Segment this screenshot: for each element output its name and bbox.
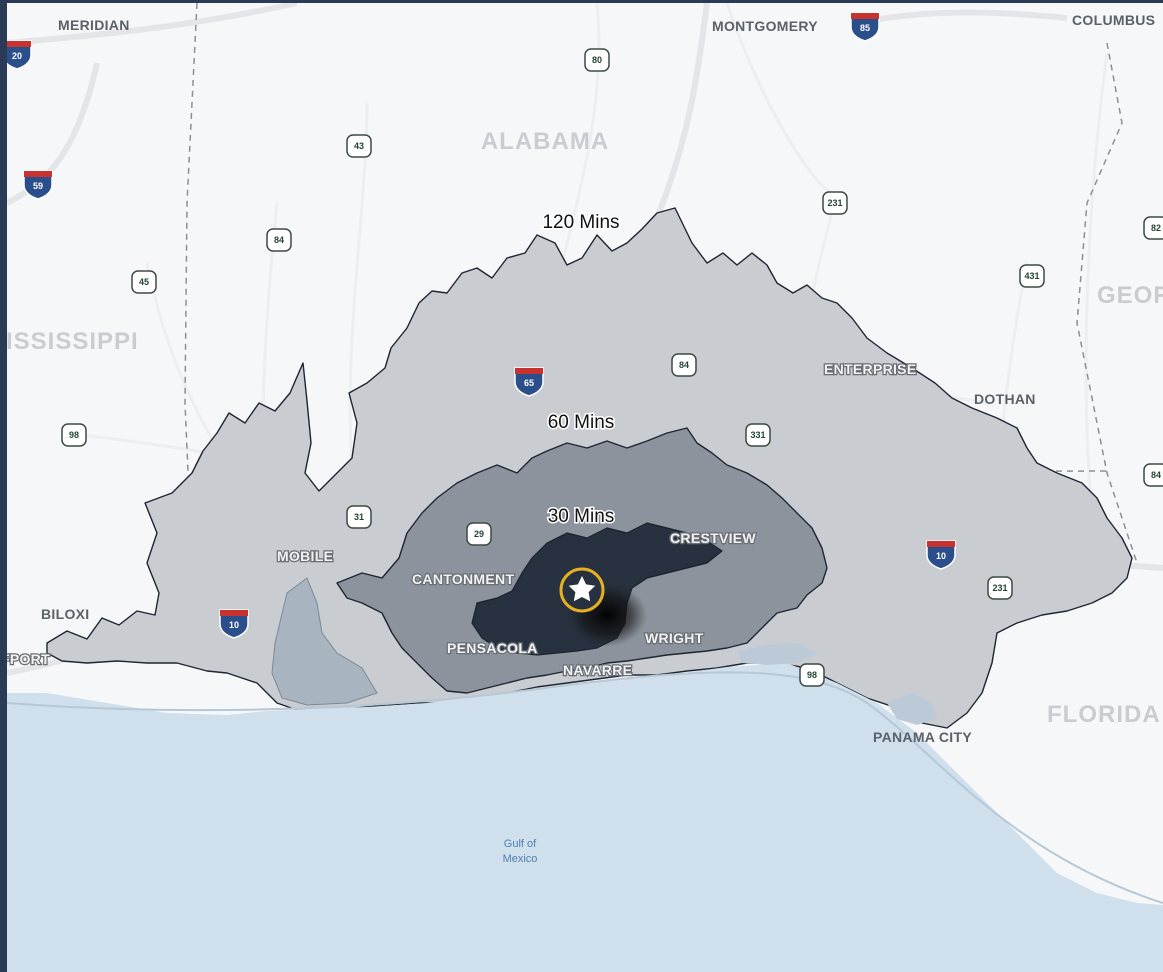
svg-text:31: 31 [354,512,364,522]
svg-text:431: 431 [1024,271,1039,281]
us-route-shield: 31 [346,505,372,529]
us-route-shield: 431 [1019,264,1045,288]
city-label-fport: FPORT [7,651,50,667]
us-route-shield: 84 [266,228,292,252]
city-label-dothan: DOTHAN [974,391,1036,407]
interstate-shield-20: 20 [7,40,32,70]
state-label-georgia: GEORGIA [1097,282,1163,309]
interstate-shield-85: 85 [850,12,880,42]
us-route-shield: 231 [987,576,1013,600]
state-label-mississippi: MISSISSIPPI [7,328,139,355]
interstate-shields: 85 20 59 65 [7,12,956,639]
interstate-shield-10-west: 10 [219,609,249,639]
map-view[interactable]: 85 20 59 65 [7,3,1163,972]
svg-text:231: 231 [827,198,842,208]
us-route-shield: 331 [745,423,771,447]
interstate-shield-10-east: 10 [926,540,956,570]
mobile-bay [271,577,378,706]
us-route-shield: 231 [822,191,848,215]
interstate-shield-65: 65 [514,367,544,397]
city-label-columbus: COLUMBUS [1072,12,1155,28]
choctawhatchee-bay [737,643,817,665]
svg-text:45: 45 [139,277,149,287]
isochrone-labels: 120 Mins 60 Mins 30 Mins [541,211,621,529]
svg-text:84: 84 [1151,470,1161,480]
city-label-panama-city: PANAMA CITY [873,729,972,745]
us-route-shield: 82 [1143,216,1163,240]
svg-text:82: 82 [1151,223,1161,233]
svg-text:331: 331 [750,430,765,440]
interstate-label: 65 [524,378,534,388]
st-andrews-bay [887,693,937,725]
svg-text:29: 29 [474,529,484,539]
svg-text:43: 43 [354,141,364,151]
us-route-shield: 45 [131,270,157,294]
us-route-shield: 29 [466,522,492,546]
us-route-shield: 43 [346,134,372,158]
city-label-meridian: MERIDIAN [58,17,130,33]
us-route-shield: 84 [1143,463,1163,487]
svg-text:98: 98 [69,430,79,440]
interstate-label: 20 [12,51,22,61]
us-route-shields: 80 43 231 84 45 84 431 98 331 31 29 231 … [61,48,1163,687]
interstate-shield-59: 59 [23,170,53,200]
state-label-florida: FLORIDA [1047,701,1161,728]
water-label-line1: Gulf of [504,838,537,850]
coastline [7,671,1163,904]
city-labels: MERIDIAN MONTGOMERY COLUMBUS ENTERPRISE … [7,12,1155,745]
interstate-label: 10 [229,620,239,630]
water-label-line2: Mexico [503,853,538,865]
us-route-shield: 80 [584,48,610,72]
city-label-mobile: MOBILE [277,548,333,564]
city-label-wright: WRIGHT [645,630,704,646]
state-label-alabama: ALABAMA [481,128,609,155]
isochrone-label-60: 60 Mins [548,412,615,433]
city-label-biloxi: BILOXI [41,606,89,622]
interstate-label: 85 [860,23,870,33]
city-label-navarre: NAVARRE [563,662,632,678]
isochrone-label-120: 120 Mins [542,212,619,233]
map-canvas[interactable]: 85 20 59 65 [7,3,1163,972]
interstate-label: 59 [33,181,43,191]
city-label-montgomery: MONTGOMERY [712,18,818,34]
isochrone-label-30: 30 Mins [548,506,615,527]
us-route-shield: 84 [671,353,697,377]
svg-text:84: 84 [274,235,284,245]
city-label-cantonment: CANTONMENT [412,571,514,587]
gulf-of-mexico [7,663,1163,972]
svg-text:231: 231 [992,583,1007,593]
city-label-crestview: CRESTVIEW [670,530,756,546]
city-label-enterprise: ENTERPRISE [824,361,916,377]
svg-text:80: 80 [592,55,602,65]
star-icon [568,576,596,602]
city-label-pensacola: PENSACOLA [447,640,538,656]
us-route-shield: 98 [799,663,825,687]
interstate-label: 10 [936,551,946,561]
svg-text:84: 84 [679,360,689,370]
state-labels: ALABAMA MISSISSIPPI GEORGIA FLORIDA [7,128,1163,728]
location-marker[interactable] [559,567,605,613]
us-route-shield: 98 [61,423,87,447]
svg-text:98: 98 [807,670,817,680]
